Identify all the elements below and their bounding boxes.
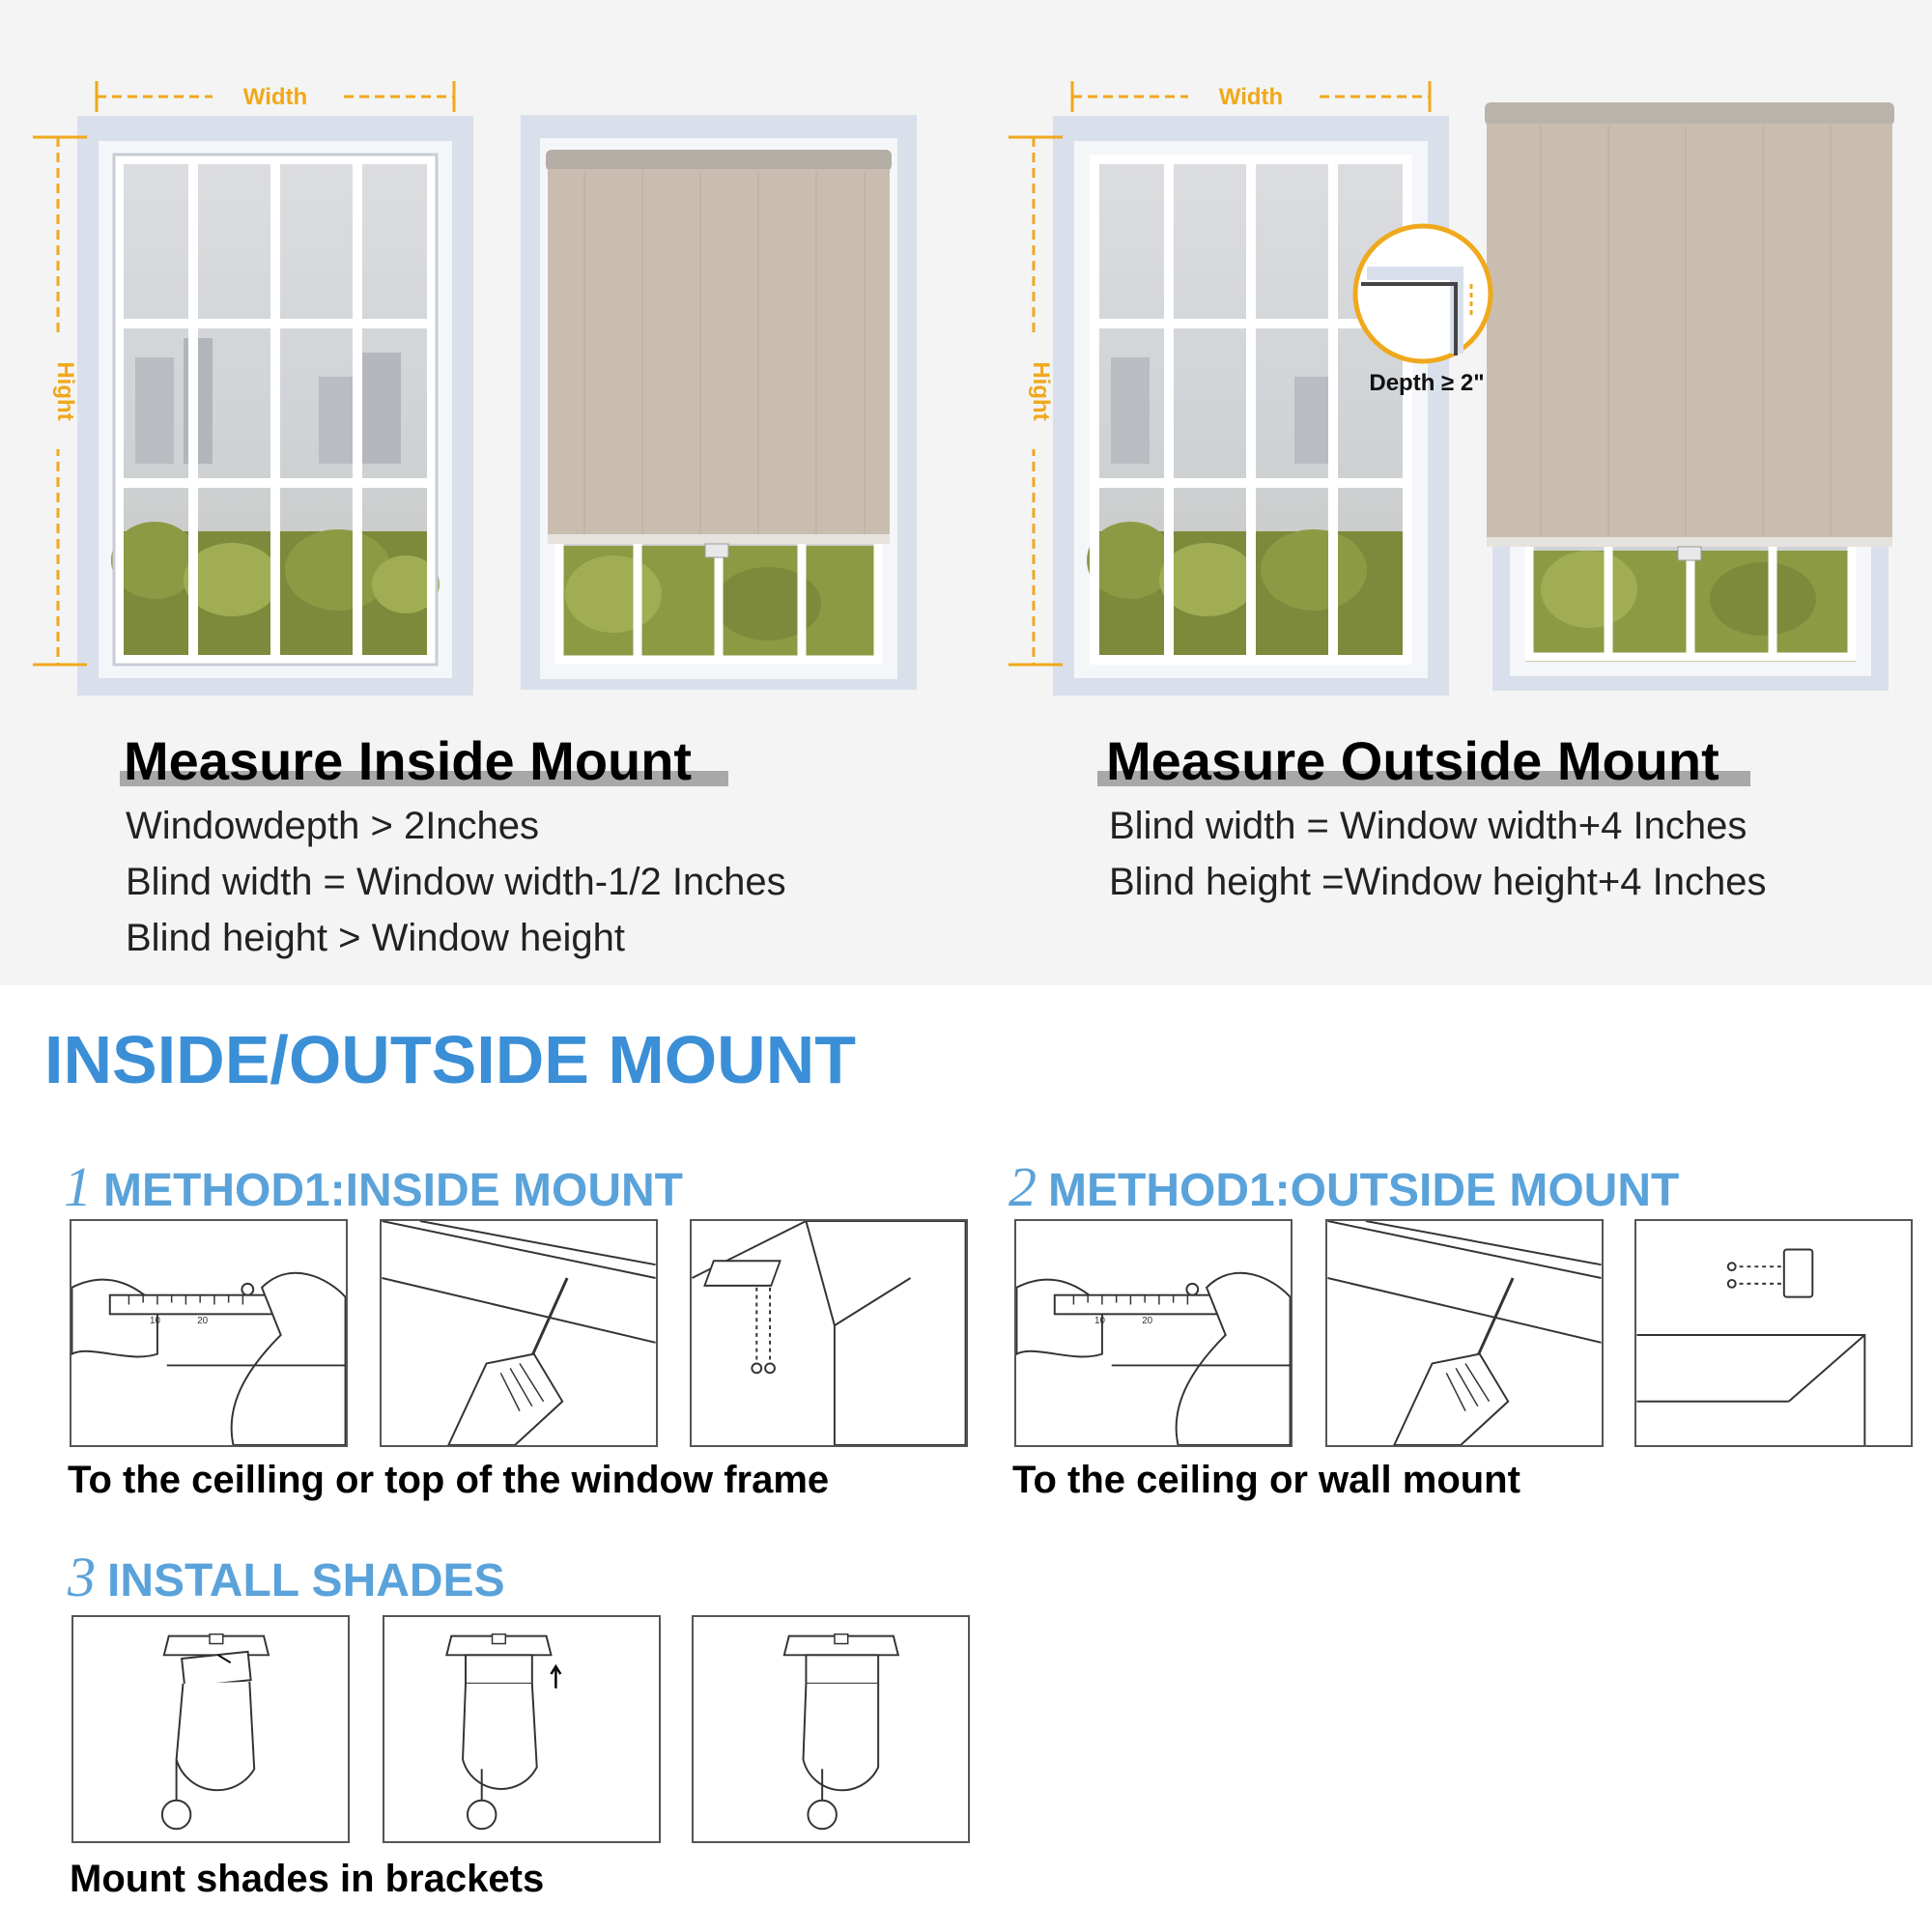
width-label: Width xyxy=(243,84,307,110)
panel-bracket-ceiling xyxy=(690,1219,968,1447)
window-inside-measure: Width Hight xyxy=(33,81,473,696)
step-title-text: METHOD1:INSIDE MOUNT xyxy=(103,1165,683,1216)
width-label: Width xyxy=(1219,84,1283,110)
step-number: 3 xyxy=(68,1546,96,1608)
height-label: Hight xyxy=(1028,361,1054,420)
window-outside-measure: Width Hight xyxy=(1009,81,1449,696)
inside-spec-line: Windowdepth > 2Inches xyxy=(126,805,540,847)
ruler-tick-10: 10 xyxy=(150,1316,160,1326)
panel-install-1 xyxy=(71,1615,350,1843)
ruler-tick-10: 10 xyxy=(1094,1316,1105,1326)
step-3-caption: Mount shades in brackets xyxy=(70,1858,545,1900)
panel-drill xyxy=(1325,1219,1604,1447)
depth-label: Depth ≥ 2" xyxy=(1369,370,1484,396)
outside-mount-heading: Measure Outside Mount xyxy=(1106,730,1719,791)
window-outside-shade xyxy=(1485,102,1894,691)
panel-install-3 xyxy=(692,1615,970,1843)
step-2-caption: To the ceiling or wall mount xyxy=(1012,1459,1520,1501)
inside-heading-underline xyxy=(120,771,728,786)
ruler-tick-20: 20 xyxy=(1142,1316,1152,1326)
step-title-text: METHOD1:OUTSIDE MOUNT xyxy=(1048,1165,1680,1216)
inside-spec-line: Blind height > Window height xyxy=(126,917,625,959)
step-title-text: INSTALL SHADES xyxy=(107,1555,505,1606)
panel-measure-ruler: 10 20 xyxy=(1014,1219,1293,1447)
step-number: 2 xyxy=(1009,1155,1037,1218)
outside-spec-line: Blind height =Window height+4 Inches xyxy=(1109,861,1767,903)
outside-spec-line: Blind width = Window width+4 Inches xyxy=(1109,805,1747,847)
depth-callout: Depth ≥ 2" xyxy=(1352,223,1493,396)
panel-drill xyxy=(380,1219,658,1447)
height-label: Hight xyxy=(52,361,78,420)
panel-install-2 xyxy=(383,1615,661,1843)
ruler-tick-20: 20 xyxy=(197,1316,208,1326)
panel-measure-ruler: 10 20 xyxy=(70,1219,348,1447)
outside-heading-underline xyxy=(1097,771,1750,786)
step-1-caption: To the ceilling or top of the window fra… xyxy=(68,1459,830,1501)
step-number: 1 xyxy=(64,1155,92,1218)
window-inside-shade xyxy=(521,115,917,690)
inside-mount-heading: Measure Inside Mount xyxy=(124,730,693,791)
main-title: INSIDE/OUTSIDE MOUNT xyxy=(44,1022,857,1097)
panel-bracket-wall xyxy=(1634,1219,1913,1447)
inside-spec-line: Blind width = Window width-1/2 Inches xyxy=(126,861,786,903)
